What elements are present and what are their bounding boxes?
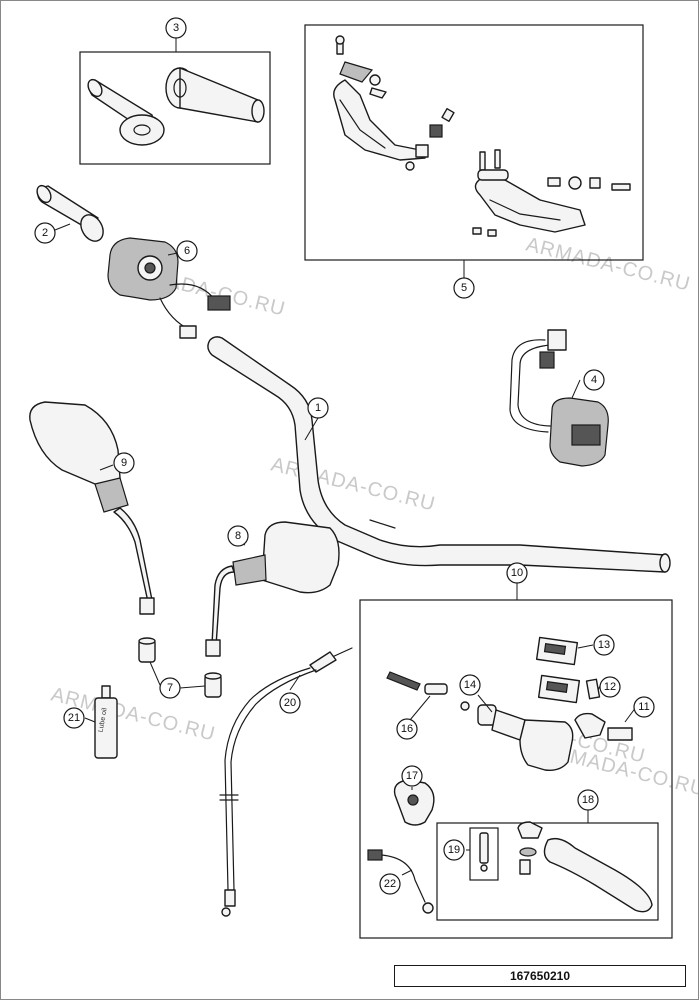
callout-1-label: 1 [315, 402, 321, 414]
callout-22-label: 22 [384, 878, 396, 890]
callout-10-label: 10 [511, 567, 523, 579]
callout-4: 4 [583, 369, 605, 391]
callout-9: 9 [113, 452, 135, 474]
mirror-adapters [138, 637, 222, 698]
watermark: ARMADA-CO.RU [524, 234, 693, 296]
callout-17-label: 17 [406, 770, 418, 782]
callout-3: 3 [165, 17, 187, 39]
grip-set [87, 67, 265, 146]
callout-17: 17 [401, 765, 423, 787]
callout-13-label: 13 [598, 639, 610, 651]
handlebar [207, 336, 671, 573]
frame-clutch-master [359, 599, 673, 939]
frame-handguards [304, 24, 644, 261]
callout-11: 11 [633, 696, 655, 718]
callout-2-label: 2 [42, 227, 48, 239]
callout-20: 20 [279, 692, 301, 714]
callout-12-label: 12 [604, 681, 616, 693]
throttle-cable [219, 647, 353, 917]
callout-22: 22 [379, 873, 401, 895]
handguard-kit [333, 35, 631, 237]
callout-13: 13 [593, 634, 615, 656]
callout-3-label: 3 [173, 22, 179, 34]
callout-9-label: 9 [121, 457, 127, 469]
mirror-left [29, 401, 155, 615]
callout-16: 16 [396, 718, 418, 740]
callout-1: 1 [307, 397, 329, 419]
callout-2: 2 [34, 222, 56, 244]
combination-switch-right [509, 329, 609, 467]
callout-6-label: 6 [184, 245, 190, 257]
callout-5-label: 5 [461, 282, 467, 294]
callout-12: 12 [599, 676, 621, 698]
clutch-switch-cable [367, 849, 434, 914]
callout-6: 6 [176, 240, 198, 262]
callout-5: 5 [453, 277, 475, 299]
callout-14: 14 [459, 674, 481, 696]
callout-19: 19 [443, 839, 465, 861]
clutch-master-cylinder [386, 636, 633, 772]
callout-8: 8 [227, 525, 249, 547]
frame-grips [79, 51, 271, 165]
callout-21-label: 21 [68, 712, 80, 724]
callout-7-label: 7 [167, 682, 173, 694]
combination-switch-left [107, 237, 231, 339]
callout-20-label: 20 [284, 697, 296, 709]
drawing-number: 167650210 [394, 965, 686, 987]
callout-19-label: 19 [448, 844, 460, 856]
lube-bottle: Lube oil [94, 685, 118, 759]
callout-16-label: 16 [401, 723, 413, 735]
watermark: ARMADA-CO.RU [269, 454, 438, 516]
callout-8-label: 8 [235, 530, 241, 542]
bottle-label: Lube oil [98, 707, 109, 733]
callout-18: 18 [577, 789, 599, 811]
callout-21: 21 [63, 707, 85, 729]
callout-4-label: 4 [591, 374, 597, 386]
throttle-grip [36, 184, 104, 242]
callout-10: 10 [506, 562, 528, 584]
callout-7: 7 [159, 677, 181, 699]
callout-18-label: 18 [582, 794, 594, 806]
callout-11-label: 11 [638, 701, 649, 713]
handlebar-clamp [393, 779, 435, 826]
callout-14-label: 14 [464, 679, 476, 691]
mirror-right [205, 521, 340, 657]
frame-lever-kit [436, 822, 659, 921]
clutch-lever-kit [469, 821, 653, 913]
